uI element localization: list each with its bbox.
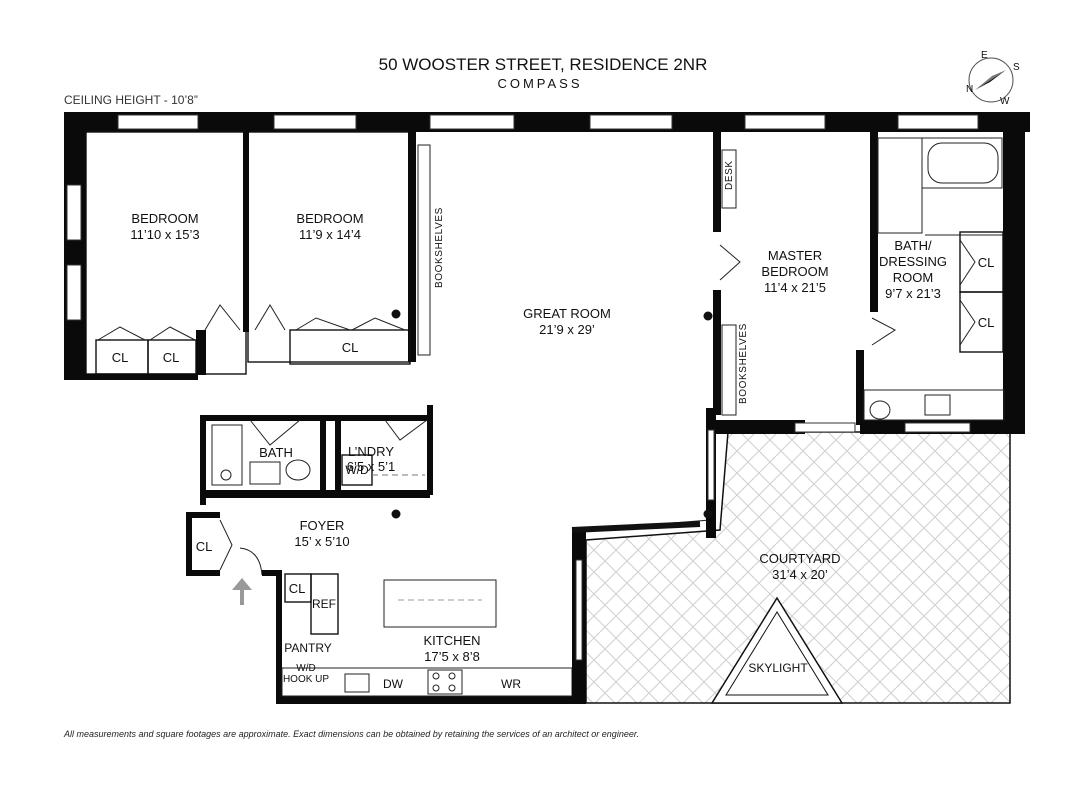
brand-logo: COMPASS xyxy=(497,76,582,91)
desk-label: DESK xyxy=(724,160,735,190)
interior-walls xyxy=(64,131,1005,704)
great-room-label: GREAT ROOM xyxy=(523,306,611,321)
closet-label-5: CL xyxy=(978,315,995,330)
bookshelves-label-2: BOOKSHELVES xyxy=(738,323,749,404)
ceiling-height: CEILING HEIGHT - 10’8” xyxy=(64,93,198,107)
compass-n: N xyxy=(966,84,973,95)
refrigerator-label: REF xyxy=(312,597,336,611)
pantry-label: PANTRY xyxy=(284,641,332,655)
wine-refrigerator-label: WR xyxy=(501,677,521,691)
foyer-dims: 15’ x 5’10 xyxy=(294,534,349,549)
washer-dryer-label: W/D xyxy=(345,463,369,477)
master-label-1: MASTER xyxy=(768,248,822,263)
courtyard-label: COURTYARD xyxy=(759,551,840,566)
bedroom-1-dims: 11’10 x 15’3 xyxy=(130,227,199,242)
compass-rose-icon: N E S W xyxy=(966,50,1020,107)
closet-label-1: CL xyxy=(112,350,129,365)
compass-s: S xyxy=(1013,62,1020,73)
compass-e: E xyxy=(981,50,988,61)
kitchen-dims: 17’5 x 8’8 xyxy=(424,649,480,664)
plan-title: 50 WOOSTER STREET, RESIDENCE 2NR xyxy=(379,55,708,74)
bath-label: BATH xyxy=(259,445,293,460)
bath-dressing-label-3: ROOM xyxy=(893,270,933,285)
kitchen-label: KITCHEN xyxy=(423,633,480,648)
wd-hookup-label-2: HOOK UP xyxy=(283,674,329,685)
wd-hookup-label-1: W/D xyxy=(296,663,315,674)
exterior-walls xyxy=(64,112,1030,434)
skylight-label: SKYLIGHT xyxy=(748,661,808,675)
closet-label-3: CL xyxy=(342,340,359,355)
courtyard-dims: 31’4 x 20’ xyxy=(772,567,828,582)
bedroom-2-dims: 11’9 x 14’4 xyxy=(299,227,361,242)
bath-dressing-label-2: DRESSING xyxy=(879,254,947,269)
closet-label-4: CL xyxy=(978,255,995,270)
disclaimer: All measurements and square footages are… xyxy=(63,729,639,739)
dishwasher-label: DW xyxy=(383,677,404,691)
bedroom-1-label: BEDROOM xyxy=(131,211,198,226)
bedroom-2-label: BEDROOM xyxy=(296,211,363,226)
foyer-label: FOYER xyxy=(300,518,345,533)
closet-label-2: CL xyxy=(163,350,180,365)
courtyard-area xyxy=(585,431,1011,704)
great-room-dims: 21’9 x 29’ xyxy=(539,322,595,337)
closet-label-6: CL xyxy=(196,539,213,554)
laundry-dims: 6’5 x 5’1 xyxy=(347,459,395,474)
bath-dressing-dims: 9’7 x 21’3 xyxy=(885,286,941,301)
bookshelves-label-1: BOOKSHELVES xyxy=(434,207,445,288)
master-label-2: BEDROOM xyxy=(761,264,828,279)
compass-w: W xyxy=(1000,96,1010,107)
laundry-label: L’NDRY xyxy=(348,444,394,459)
bath-dressing-label-1: BATH/ xyxy=(894,238,932,253)
closet-label-7: CL xyxy=(289,581,306,596)
master-dims: 11’4 x 21’5 xyxy=(764,280,826,295)
